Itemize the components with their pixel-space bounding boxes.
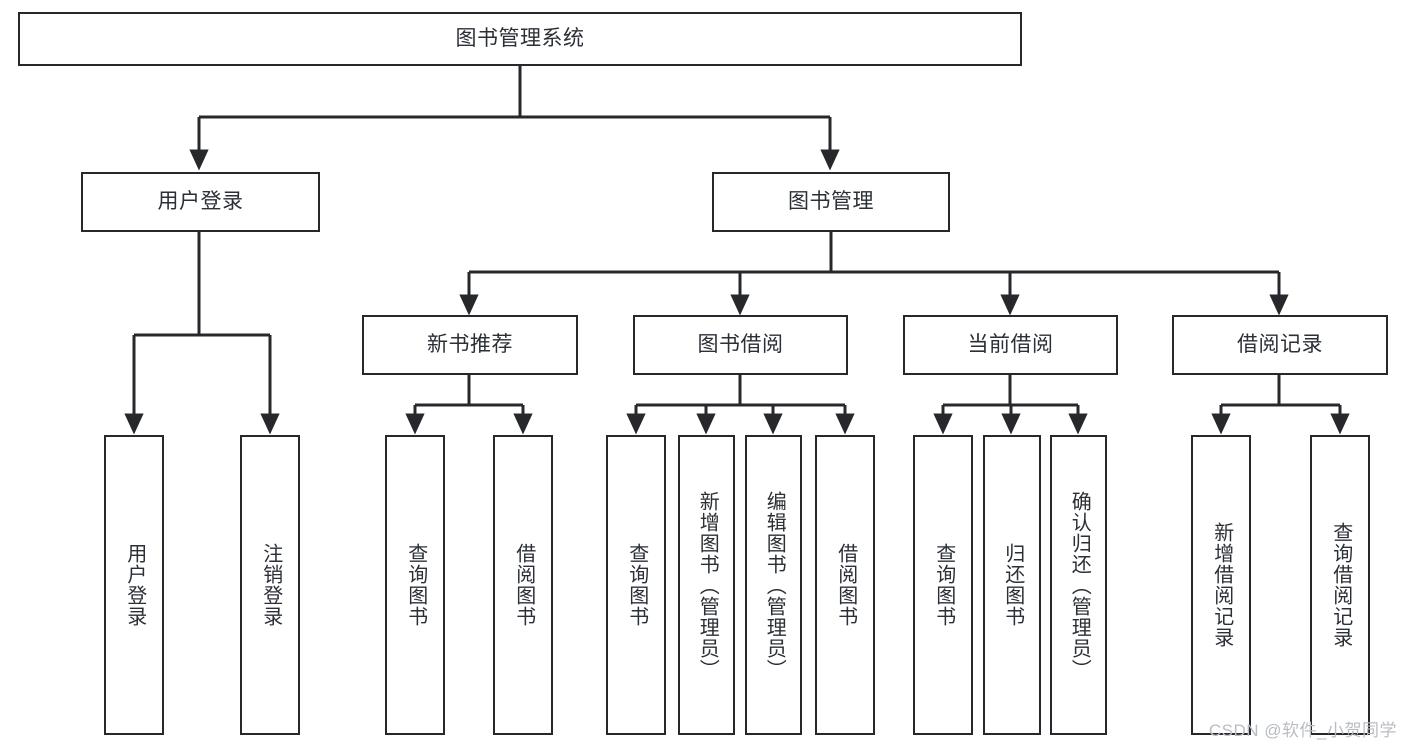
node-label: 归还图书 xyxy=(1001,543,1024,627)
watermark-text: CSDN @软件_小贺同学 xyxy=(1208,721,1397,740)
leaf-current-borrow-query-book[interactable]: 查询图书 xyxy=(913,435,973,735)
node-label: 用户登录 xyxy=(123,543,146,627)
leaf-borrow-record-query-record[interactable]: 查询借阅记录 xyxy=(1310,435,1370,735)
node-current-borrow[interactable]: 当前借阅 xyxy=(903,315,1118,375)
node-label: 新书推荐 xyxy=(427,333,513,357)
node-label: 借阅图书 xyxy=(512,543,535,627)
node-label: 当前借阅 xyxy=(967,333,1054,357)
leaf-book-borrow-query-book[interactable]: 查询图书 xyxy=(606,435,666,735)
node-label: 查询借阅记录 xyxy=(1329,522,1352,648)
node-label: 借阅记录 xyxy=(1237,333,1323,357)
node-borrow-record[interactable]: 借阅记录 xyxy=(1172,315,1388,375)
leaf-user-login-login[interactable]: 用户登录 xyxy=(104,435,164,735)
leaf-user-login-logout[interactable]: 注销登录 xyxy=(240,435,300,735)
node-label: 图书借阅 xyxy=(697,333,784,357)
leaf-current-borrow-return-book[interactable]: 归还图书 xyxy=(983,435,1041,735)
node-label: 新增借阅记录 xyxy=(1210,522,1233,648)
node-label: 编辑图书（管理员） xyxy=(763,490,786,680)
node-label: 用户登录 xyxy=(157,190,244,214)
leaf-current-borrow-confirm-return-admin[interactable]: 确认归还（管理员） xyxy=(1050,435,1107,735)
node-label: 查询图书 xyxy=(932,543,955,627)
leaf-book-borrow-edit-book-admin[interactable]: 编辑图书（管理员） xyxy=(745,435,802,735)
node-book-borrow[interactable]: 图书借阅 xyxy=(633,315,848,375)
node-book-management[interactable]: 图书管理 xyxy=(712,172,950,232)
node-new-book-recommend[interactable]: 新书推荐 xyxy=(362,315,578,375)
node-label: 图书管理 xyxy=(788,190,874,214)
node-label: 确认归还（管理员） xyxy=(1068,490,1091,680)
node-label: 注销登录 xyxy=(259,543,282,627)
leaf-new-book-borrow-book[interactable]: 借阅图书 xyxy=(493,435,553,735)
node-label: 图书管理系统 xyxy=(455,27,585,51)
leaf-book-borrow-add-book-admin[interactable]: 新增图书（管理员） xyxy=(678,435,735,735)
node-user-login[interactable]: 用户登录 xyxy=(81,172,320,232)
node-root-book-management-system[interactable]: 图书管理系统 xyxy=(18,12,1022,66)
leaf-new-book-query-book[interactable]: 查询图书 xyxy=(385,435,445,735)
node-label: 查询图书 xyxy=(625,543,648,627)
node-label: 查询图书 xyxy=(404,543,427,627)
leaf-borrow-record-add-record[interactable]: 新增借阅记录 xyxy=(1191,435,1251,735)
node-label: 借阅图书 xyxy=(834,543,857,627)
leaf-book-borrow-borrow-book[interactable]: 借阅图书 xyxy=(815,435,875,735)
node-label: 新增图书（管理员） xyxy=(696,490,719,680)
